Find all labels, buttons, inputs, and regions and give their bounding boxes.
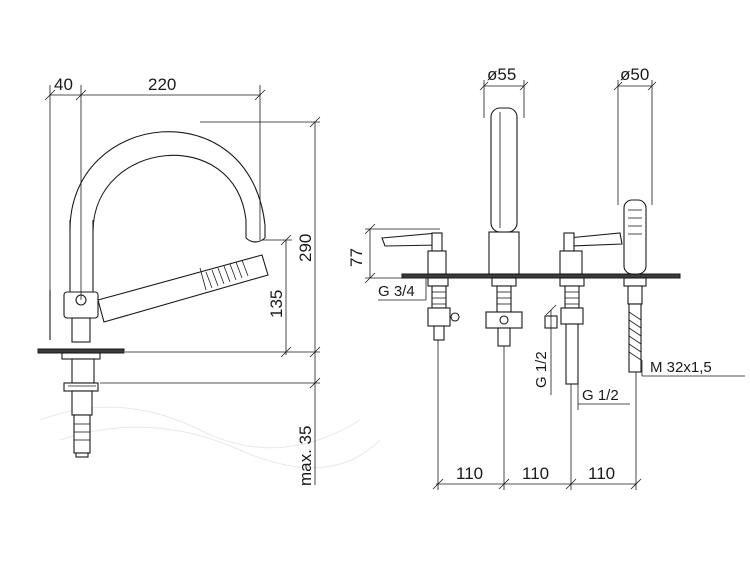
watermark xyxy=(39,406,381,469)
center-spout xyxy=(485,107,523,347)
dimension-top: 40 220 xyxy=(44,75,266,300)
right-valve xyxy=(544,232,623,385)
dim-40: 40 xyxy=(54,75,73,94)
label-g12-horizontal: G 1/2 xyxy=(577,384,630,410)
faucet-body xyxy=(69,131,266,300)
front-view: ø55 ø50 77 G 3/4 xyxy=(347,65,745,490)
label-g12-horizontal-text: G 1/2 xyxy=(582,387,619,404)
label-g12-vertical-text: G 1/2 xyxy=(533,351,550,388)
label-g34: G 3/4 xyxy=(378,278,427,301)
label-g12-vertical: G 1/2 xyxy=(533,304,557,395)
dim-spacing-2: 110 xyxy=(522,464,549,483)
dim-spacing-1: 110 xyxy=(456,464,483,483)
handspray-holder xyxy=(623,199,647,373)
dimension-max-35: max. 35 xyxy=(100,355,321,486)
dimension-spacing: 110 110 110 xyxy=(432,340,642,490)
dimension-dia-50: ø50 xyxy=(613,65,657,205)
dimension-77: 77 xyxy=(347,223,440,284)
label-g34-text: G 3/4 xyxy=(378,283,415,300)
dim-220: 220 xyxy=(148,75,176,94)
dim-spacing-3: 110 xyxy=(588,464,615,483)
dimension-dia-55: ø55 xyxy=(479,65,529,118)
label-m32: M 32x1,5 xyxy=(641,359,745,377)
dim-77: 77 xyxy=(347,248,366,267)
dim-290: 290 xyxy=(296,234,315,262)
shank xyxy=(61,352,101,458)
lever-base xyxy=(49,290,99,343)
dim-135: 135 xyxy=(267,290,286,318)
dim-max-35: max. 35 xyxy=(296,426,315,486)
left-valve xyxy=(381,232,460,341)
label-m32-text: M 32x1,5 xyxy=(650,359,712,376)
dimension-290: 290 xyxy=(125,116,321,358)
dimension-135: 135 xyxy=(262,234,292,358)
side-view: 40 220 290 135 max. 35 xyxy=(37,75,321,486)
deck-plate-front xyxy=(401,273,681,279)
dim-dia-50: ø50 xyxy=(620,65,649,84)
handspray xyxy=(97,254,269,323)
dim-dia-55: ø55 xyxy=(487,65,516,84)
deck-plate xyxy=(37,348,125,354)
